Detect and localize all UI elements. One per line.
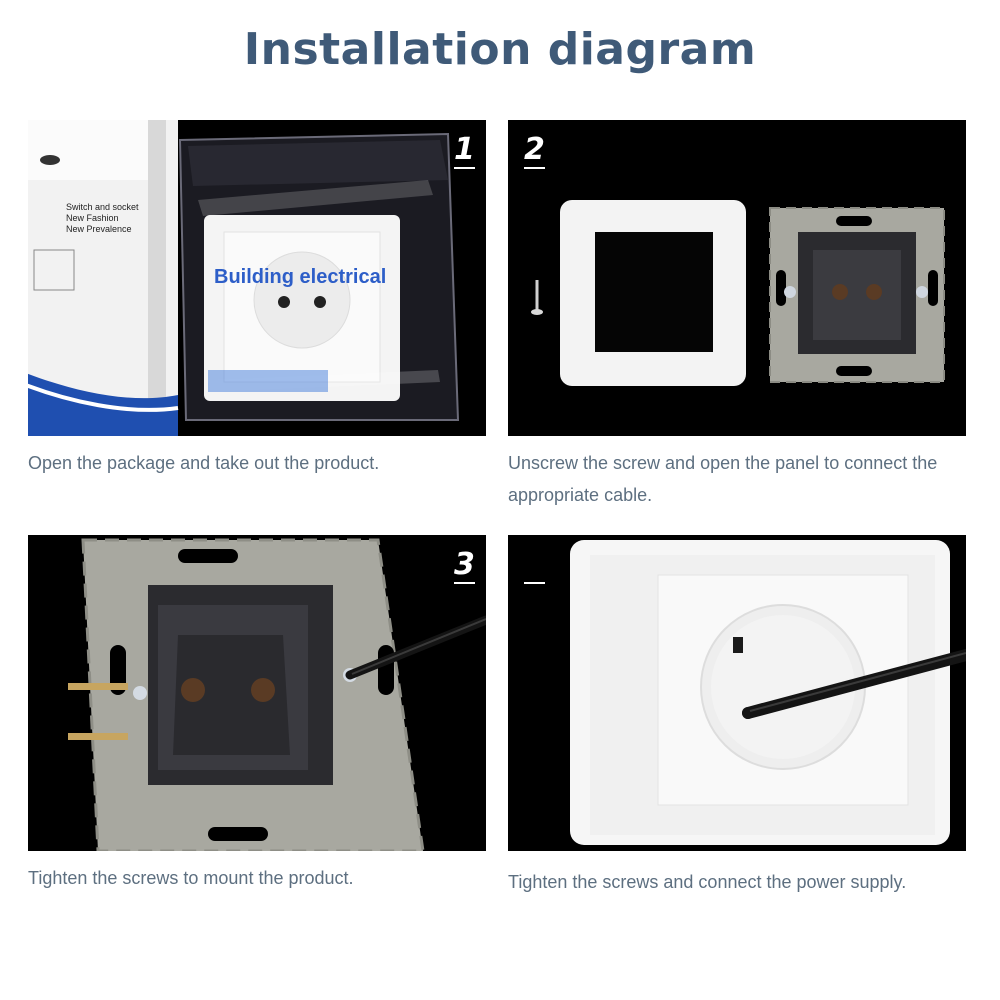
installed-socket-illustration	[570, 540, 966, 845]
step-2-caption: Unscrew the screw and open the panel to …	[508, 453, 938, 505]
step-4-image: 4	[508, 535, 966, 851]
step-3-caption: Tighten the screws to mount the product.	[28, 868, 354, 888]
step-1-caption: Open the package and take out the produc…	[28, 453, 380, 473]
step-4-caption: Tighten the screws and connect the power…	[508, 872, 907, 892]
step-2-image: 2	[508, 120, 966, 436]
step-1-image: Switch and socket New Fashion New Preval…	[28, 120, 486, 436]
step-number-2: 2	[524, 132, 545, 169]
step-3-image: 3	[28, 535, 486, 851]
bag-label: Building electrical	[214, 266, 387, 288]
step-number-3: 3	[454, 547, 475, 584]
page-title: Installation diagram	[243, 24, 757, 75]
disassembled-socket-illustration	[531, 200, 945, 386]
step-number-1: 1	[454, 132, 475, 169]
mounting-screws-illustration	[68, 538, 486, 851]
box-label-line-3: New Prevalence	[66, 224, 132, 234]
box-label-line-1: Switch and socket	[66, 202, 139, 212]
step-number-4: 4	[524, 547, 545, 584]
box-label: Switch and socket New Fashion New Preval…	[66, 202, 139, 235]
package-illustration	[28, 120, 460, 436]
box-label-line-2: New Fashion	[66, 213, 119, 223]
